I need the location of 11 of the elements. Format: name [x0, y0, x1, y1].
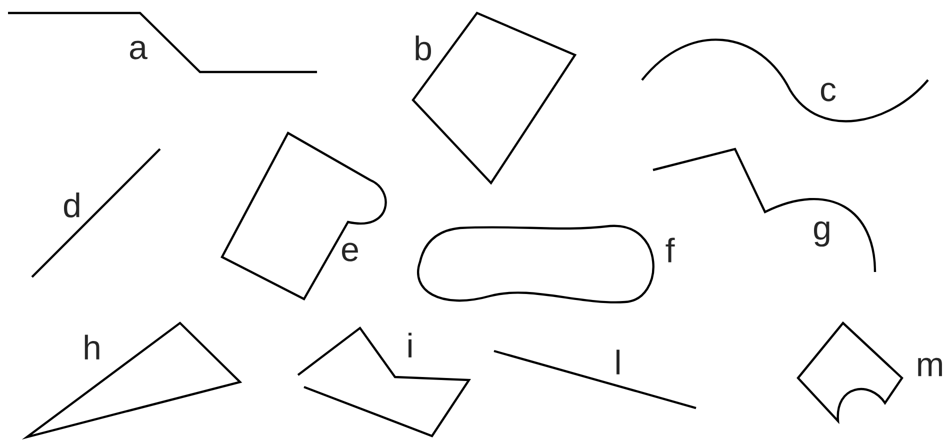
shape-letter: a [130, 40, 148, 60]
shape-letter: d [64, 192, 80, 218]
shape-letter: c [820, 82, 836, 102]
shape-letter: h [84, 334, 100, 360]
shape-letter: e [342, 242, 358, 262]
shape-letter: g [814, 221, 830, 247]
shape-letter: f [666, 238, 675, 262]
shape-letter: m [918, 358, 942, 376]
shape-letter: i [408, 332, 412, 358]
shape-letter: l [616, 350, 620, 374]
shape-letter: b [416, 36, 432, 60]
